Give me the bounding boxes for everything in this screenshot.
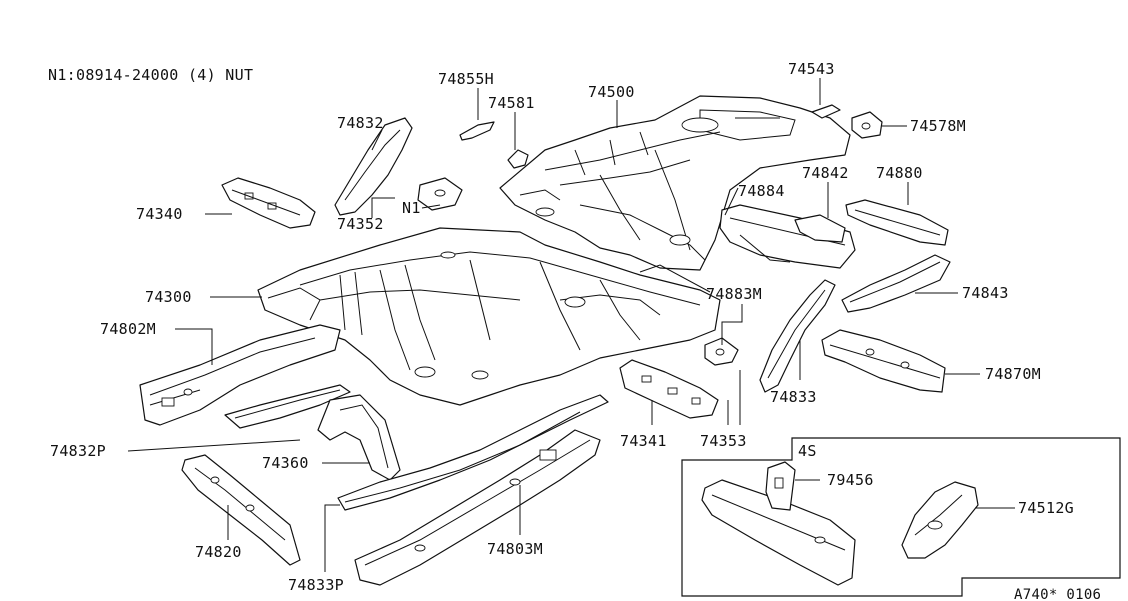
label-74512G: 74512G (1018, 499, 1074, 517)
label-74884: 74884 (738, 182, 785, 200)
label-74883M: 74883M (706, 285, 762, 303)
variant-4s-label: 4S (798, 442, 817, 460)
cross-member-74870M-drawing (821, 329, 946, 393)
label-n1: N1 (402, 199, 421, 217)
bracket-74512G-drawing (901, 481, 979, 559)
label-74353: 74353 (700, 432, 747, 450)
bracket-74578M-drawing (851, 111, 883, 139)
label-74543: 74543 (788, 60, 835, 78)
bracket-74581-drawing (507, 149, 529, 169)
front-rail-74832-drawing (334, 117, 413, 216)
variant-4s-box: 4S (681, 437, 1121, 597)
front-floor-panel-74300-drawing (257, 227, 721, 406)
label-74581: 74581 (488, 94, 535, 112)
bracket-74360-drawing (317, 394, 401, 481)
member-74833-drawing (759, 279, 836, 393)
label-74832P: 74832P (50, 442, 106, 460)
label-74880: 74880 (876, 164, 923, 182)
leader-lines (127, 78, 1015, 572)
label-74833: 74833 (770, 388, 817, 406)
clip-74855H-drawing (459, 121, 495, 141)
label-74802M: 74802M (100, 320, 156, 338)
label-74578M: 74578M (910, 117, 966, 135)
extension-74843-drawing (841, 254, 951, 313)
label-74340: 74340 (136, 205, 183, 223)
pad-74543-drawing (811, 104, 841, 119)
bracket-74340-drawing (221, 177, 316, 229)
label-74820: 74820 (195, 543, 242, 561)
bracket-74341-drawing (619, 359, 719, 419)
rear-rail-74880-drawing (845, 199, 949, 246)
label-74833P: 74833P (288, 576, 344, 594)
label-74341: 74341 (620, 432, 667, 450)
label-79456: 79456 (827, 471, 874, 489)
sill-extension-74832P-drawing (224, 384, 351, 429)
nut-note: N1:08914-24000 (4) NUT (48, 66, 253, 84)
side-member-74802M-drawing (139, 324, 341, 426)
label-74843: 74843 (962, 284, 1009, 302)
label-74832: 74832 (337, 114, 384, 132)
inner-sill-74833P-drawing (337, 394, 609, 511)
label-74855H: 74855H (438, 70, 494, 88)
diagram-code: A740* 0106 (1014, 587, 1101, 601)
rail-74842-drawing (794, 214, 846, 243)
label-74360: 74360 (262, 454, 309, 472)
member-79456-drawing (701, 461, 856, 586)
side-member-74803M-drawing (354, 429, 601, 586)
label-74870M: 74870M (985, 365, 1041, 383)
bracket-74883M-drawing (704, 337, 739, 366)
rear-floor-panel-74500-drawing (499, 95, 851, 271)
label-74300: 74300 (145, 288, 192, 306)
cross-member-74820-drawing (181, 454, 301, 566)
label-74352: 74352 (337, 215, 384, 233)
label-74803M: 74803M (487, 540, 543, 558)
label-74500: 74500 (588, 83, 635, 101)
plate-74352-drawing (417, 177, 463, 211)
label-74842: 74842 (802, 164, 849, 182)
